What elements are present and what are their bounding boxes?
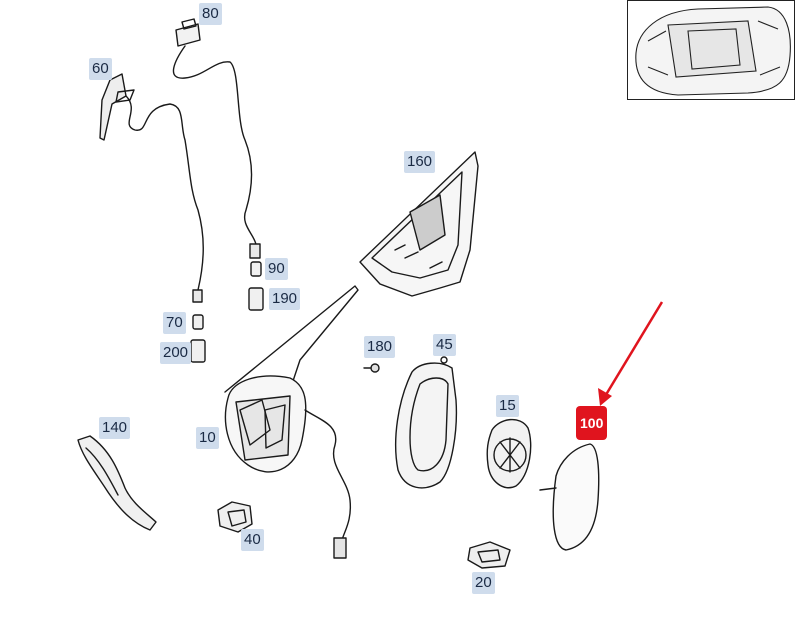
part-140-cover[interactable] (77, 435, 157, 531)
part-10-mirror-housing[interactable] (224, 285, 359, 559)
callout-160[interactable]: 160 (404, 151, 436, 173)
callout-70[interactable]: 70 (163, 312, 186, 334)
callout-40[interactable]: 40 (241, 529, 264, 551)
highlight-arrow (598, 301, 664, 406)
part-200-plug[interactable] (190, 339, 206, 363)
part-70-plug[interactable] (192, 314, 204, 330)
part-40-motor[interactable] (217, 501, 253, 533)
part-90-plug[interactable] (250, 261, 262, 277)
part-180-screw[interactable] (363, 363, 380, 373)
callout-45[interactable]: 45 (433, 334, 456, 356)
callout-15[interactable]: 15 (496, 395, 519, 417)
part-80-connector[interactable] (172, 18, 261, 259)
callout-90[interactable]: 90 (265, 258, 288, 280)
callout-10[interactable]: 10 (196, 427, 219, 449)
callout-190[interactable]: 190 (269, 288, 301, 310)
callout-80[interactable]: 80 (199, 3, 222, 25)
callout-100[interactable]: 100 (576, 406, 608, 440)
part-15-adjuster[interactable] (486, 418, 532, 489)
part-160-trim[interactable] (359, 151, 479, 297)
vehicle-thumbnail (627, 0, 795, 100)
car-top-view-icon (635, 6, 791, 96)
part-20-clip[interactable] (467, 541, 511, 569)
callout-60[interactable]: 60 (89, 58, 112, 80)
callout-20[interactable]: 20 (472, 572, 495, 594)
part-45-frame[interactable] (394, 356, 458, 489)
part-100-mirror-glass[interactable] (539, 443, 600, 551)
callout-140[interactable]: 140 (99, 417, 131, 439)
part-190-plug[interactable] (248, 287, 264, 311)
callout-200[interactable]: 200 (160, 342, 192, 364)
callout-180[interactable]: 180 (364, 336, 396, 358)
part-60-bracket[interactable] (99, 73, 204, 303)
